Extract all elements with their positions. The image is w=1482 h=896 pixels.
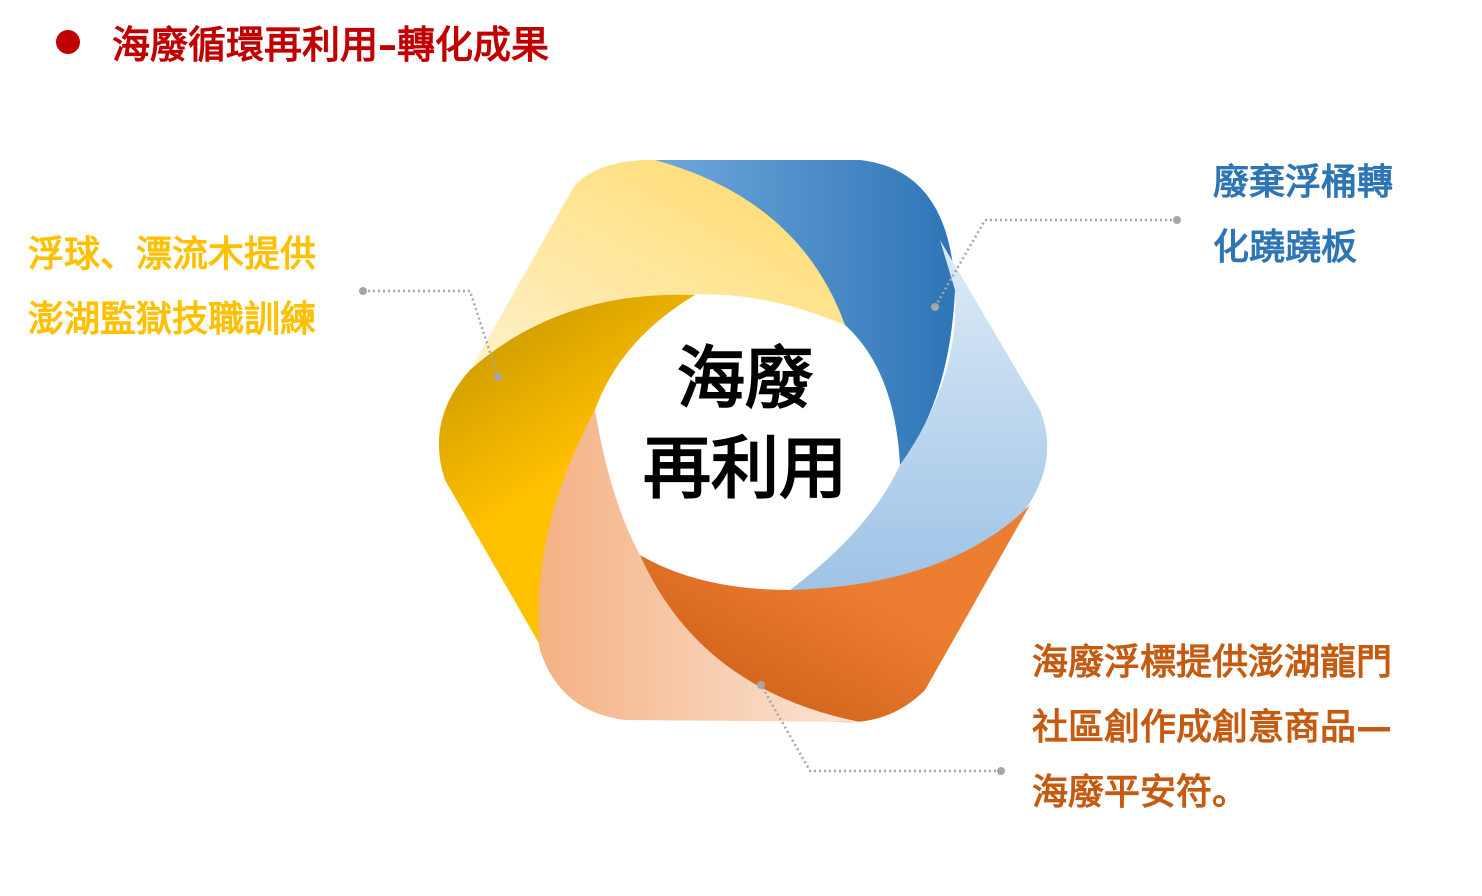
callout-line: 社區創作成創意商品— [1032,707,1393,748]
callout-line: 海廢浮標提供澎湖龍門 [1032,642,1393,683]
segment-blue [655,160,955,465]
slide-title: 海廢循環再利用–轉化成果 [56,14,549,69]
callout-line: 化蹺蹺板 [1213,227,1358,268]
segment-light-blue [790,240,1048,591]
connector-yellow [363,289,500,378]
connector-blue [933,218,1177,308]
center-label: 海廢 再利用 [600,335,890,515]
title-text: 海廢循環再利用–轉化成果 [112,23,550,67]
segment-gold [438,294,695,645]
segment-peach [535,410,860,722]
callout-orange: 海廢浮標提供澎湖龍門 社區創作成創意商品— 海廢平安符。 [1032,630,1392,825]
center-line-1: 海廢 [676,340,813,419]
callout-line: 海廢平安符。 [1032,772,1249,813]
callout-yellow: 浮球、漂流木提供 澎湖監獄技職訓練 [28,222,316,352]
bullet-icon [56,29,80,54]
connector-orange [759,684,1001,773]
callout-blue: 廢棄浮桶轉 化蹺蹺板 [1213,150,1393,280]
segment-orange [640,505,1030,723]
callout-line: 澎湖監獄技職訓練 [28,299,317,340]
center-line-2: 再利用 [642,430,847,509]
callout-line: 浮球、漂流木提供 [28,234,317,275]
callout-line: 廢棄浮桶轉 [1213,162,1394,203]
